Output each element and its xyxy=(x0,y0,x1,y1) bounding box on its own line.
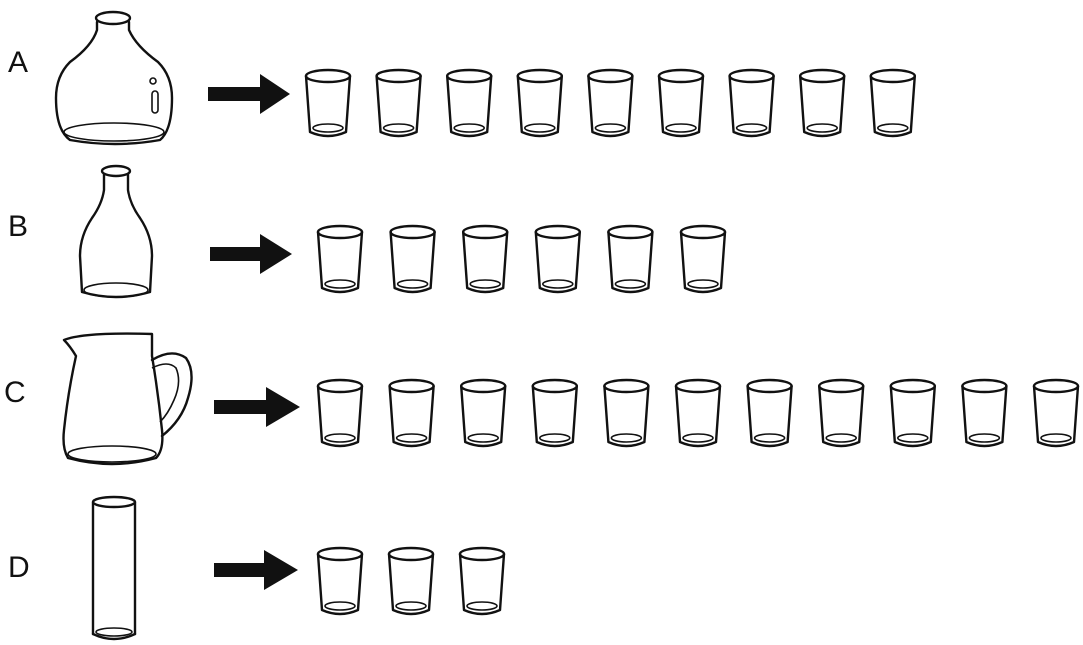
glass-icon xyxy=(799,68,846,138)
glass-icon xyxy=(446,68,493,138)
arrow-c xyxy=(214,387,300,427)
row-label-a: A xyxy=(8,46,28,79)
row-label-b: B xyxy=(8,210,28,243)
glass-icon xyxy=(387,546,435,616)
glass-icon xyxy=(657,68,705,138)
glass-icon xyxy=(516,68,563,138)
row-label-d: D xyxy=(8,551,30,584)
glass-icon xyxy=(316,378,364,448)
tall-bottle-vessel xyxy=(78,164,154,299)
arrow-b xyxy=(210,234,292,274)
glass-icon xyxy=(869,68,916,138)
arrow-a xyxy=(208,74,290,114)
glass-group-b xyxy=(316,224,727,294)
glass-group-c xyxy=(316,378,1080,448)
arrow-d xyxy=(214,550,298,590)
cylinder-vessel xyxy=(91,495,137,641)
glass-group-d xyxy=(316,546,506,616)
glass-icon xyxy=(961,378,1008,448)
glass-icon xyxy=(587,68,634,138)
glass-icon xyxy=(674,378,722,448)
glass-icon xyxy=(534,224,581,294)
glass-icon xyxy=(607,224,654,294)
glass-group-a xyxy=(304,68,916,138)
glass-icon xyxy=(728,68,775,138)
glass-icon xyxy=(462,224,509,294)
glass-icon xyxy=(388,378,435,448)
glass-icon xyxy=(316,224,364,294)
row-a: A xyxy=(8,10,916,146)
glass-icon xyxy=(1032,378,1080,448)
glass-icon xyxy=(458,546,506,616)
row-label-c: C xyxy=(4,376,26,409)
glass-icon xyxy=(889,378,936,448)
round-bottle-vessel xyxy=(54,10,174,146)
glass-icon xyxy=(316,546,364,616)
glass-icon xyxy=(818,378,865,448)
glass-icon xyxy=(531,378,578,448)
glass-icon xyxy=(460,378,507,448)
glass-icon xyxy=(603,378,650,448)
row-c: C xyxy=(4,332,1080,466)
glass-icon xyxy=(746,378,793,448)
jug-vessel xyxy=(62,332,193,466)
glass-icon xyxy=(389,224,436,294)
row-d: D xyxy=(8,495,506,641)
glass-icon xyxy=(304,68,352,138)
glass-icon xyxy=(679,224,727,294)
row-b: B xyxy=(8,164,727,299)
glass-icon xyxy=(375,68,422,138)
